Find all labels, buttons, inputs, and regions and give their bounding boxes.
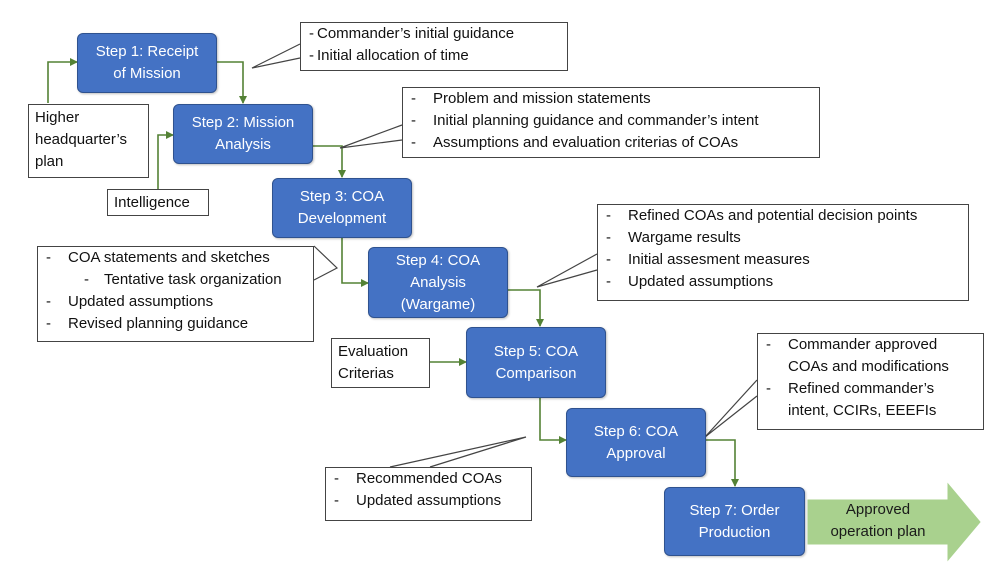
callout-item: Updated assumptions xyxy=(326,490,531,512)
callout-step3-outputs: COA statements and sketches Tentative ta… xyxy=(37,246,314,342)
callout-item: Refined COAs and potential decision poin… xyxy=(598,205,968,227)
callout-item: COA statements and sketches xyxy=(38,247,313,269)
callout-pointer-step4 xyxy=(536,253,598,288)
connector-step3-step4 xyxy=(341,238,369,287)
step-4-coa-analysis: Step 4: COA Analysis (Wargame) xyxy=(368,247,508,318)
callout-item: Refined commander’s intent, CCIRs, EEEFI… xyxy=(758,378,983,422)
connector-step6-step7 xyxy=(706,439,739,487)
callout-pointer-step2 xyxy=(339,124,403,149)
callout-step5-outputs: Recommended COAs Updated assumptions xyxy=(325,467,532,521)
input-higher-hq-plan: Higher headquarter’s plan xyxy=(28,104,149,178)
step-6-coa-approval: Step 6: COA Approval xyxy=(566,408,706,477)
callout-item: Initial planning guidance and commander’… xyxy=(403,110,819,132)
connector-intel-step2 xyxy=(157,131,174,189)
callout-item: Assumptions and evaluation criterias of … xyxy=(403,132,819,154)
connector-step4-step5 xyxy=(508,289,544,327)
callout-pointer-step1 xyxy=(251,43,301,69)
input-intelligence: Intelligence xyxy=(107,189,209,216)
callout-pointer-step3 xyxy=(313,245,339,281)
step-7-order-production: Step 7: Order Production xyxy=(664,487,805,556)
callout-item: Problem and mission statements xyxy=(403,88,819,110)
connector-hq-step1 xyxy=(47,58,78,103)
step-1-receipt-of-mission: Step 1: Receipt of Mission xyxy=(77,33,217,93)
input-evaluation-criterias: Evaluation Criterias xyxy=(331,338,430,388)
callout-item: Revised planning guidance xyxy=(38,313,313,335)
callout-step4-outputs: Refined COAs and potential decision poin… xyxy=(597,204,969,301)
connector-step5-step6 xyxy=(539,398,567,444)
final-output-arrow xyxy=(807,482,981,562)
callout-step6-outputs: Commander approved COAs and modification… xyxy=(757,333,984,430)
callout-item: Commander’s initial guidance xyxy=(301,23,567,45)
step-5-coa-comparison: Step 5: COA Comparison xyxy=(466,327,606,398)
callout-item: Updated assumptions xyxy=(38,291,313,313)
callout-pointer-step5 xyxy=(389,436,527,468)
callout-item: Commander approved COAs and modification… xyxy=(758,334,983,378)
callout-item: Initial assesment measures xyxy=(598,249,968,271)
callout-step1-outputs: Commander’s initial guidance Initial all… xyxy=(300,22,568,71)
connector-step2-step3 xyxy=(313,145,346,178)
callout-item: Wargame results xyxy=(598,227,968,249)
step-3-coa-development: Step 3: COA Development xyxy=(272,178,412,238)
final-output-label: Approved operation plan xyxy=(830,501,926,540)
callout-subitem: Tentative task organization xyxy=(38,269,313,291)
connector-step1-step2 xyxy=(217,61,247,104)
step-2-mission-analysis: Step 2: Mission Analysis xyxy=(173,104,313,164)
callout-item: Initial allocation of time xyxy=(301,45,567,67)
callout-pointer-step6 xyxy=(704,379,758,438)
callout-item: Updated assumptions xyxy=(598,271,968,293)
callout-step2-outputs: Problem and mission statements Initial p… xyxy=(402,87,820,158)
callout-item: Recommended COAs xyxy=(326,468,531,490)
